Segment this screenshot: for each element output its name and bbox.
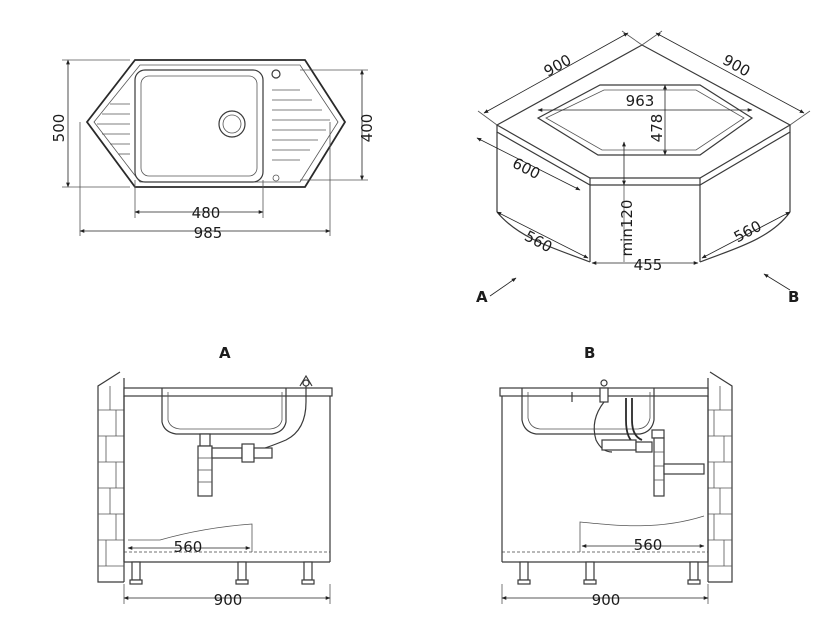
section-a: A bbox=[97, 344, 333, 609]
dim-560-b: 560 bbox=[634, 536, 663, 554]
dim-min120: min120 bbox=[618, 200, 636, 257]
dim-900-b: 900 bbox=[592, 591, 621, 609]
dim-985: 985 bbox=[194, 224, 223, 242]
dim-560-iso-left: 560 bbox=[521, 227, 555, 256]
dim-900-a: 900 bbox=[214, 591, 243, 609]
section-b: B bbox=[499, 344, 733, 609]
dim-500: 500 bbox=[50, 114, 68, 143]
drain-icon bbox=[218, 110, 246, 138]
top-view: 500 400 480 985 bbox=[50, 59, 376, 242]
sink-bowl-b bbox=[521, 388, 655, 435]
dim-900-left: 900 bbox=[541, 51, 575, 81]
dim-600: 600 bbox=[509, 154, 543, 183]
bowl-inner bbox=[140, 75, 258, 177]
left-drainer-grooves bbox=[97, 103, 130, 155]
brick-wall-left bbox=[97, 371, 125, 583]
drain-inner-icon bbox=[222, 114, 242, 134]
view-label-a: A bbox=[476, 288, 488, 306]
tap-hole-icon bbox=[271, 69, 281, 79]
legs-a bbox=[129, 561, 315, 585]
bowl bbox=[134, 69, 264, 183]
view-label-b: B bbox=[788, 288, 799, 306]
brick-wall-right bbox=[707, 371, 733, 583]
dim-400: 400 bbox=[358, 114, 376, 143]
sink-outline-inner bbox=[93, 64, 339, 183]
right-drainer-grooves bbox=[272, 89, 330, 161]
iso-view: 900 900 963 478 600 560 560 min120 455 A bbox=[476, 30, 811, 306]
trap-a bbox=[197, 433, 273, 497]
sink-outline bbox=[85, 59, 347, 188]
section-b-title: B bbox=[584, 344, 595, 362]
dim-900-right: 900 bbox=[720, 51, 754, 81]
dim-480: 480 bbox=[192, 204, 221, 222]
dim-478: 478 bbox=[648, 114, 666, 143]
section-a-title: A bbox=[219, 344, 231, 362]
legs-b bbox=[517, 561, 701, 585]
dim-963: 963 bbox=[626, 92, 655, 110]
dim-455: 455 bbox=[634, 256, 663, 274]
tap-b bbox=[599, 379, 609, 403]
sink-bowl-a bbox=[161, 388, 287, 435]
trap-b bbox=[601, 429, 705, 497]
dim-560-iso-right: 560 bbox=[731, 217, 765, 246]
dim-560-a: 560 bbox=[174, 538, 203, 556]
tap-hole-small-icon bbox=[272, 174, 280, 182]
